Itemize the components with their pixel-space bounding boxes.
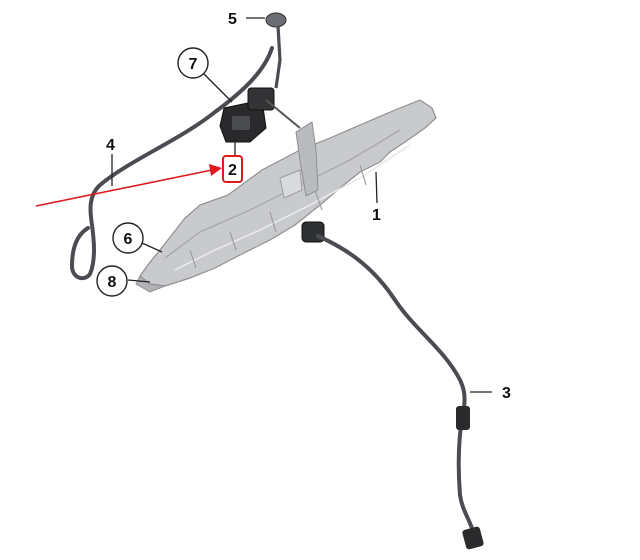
vacuum-hose-4	[69, 46, 274, 281]
callout-6-label: 6	[124, 231, 133, 248]
callout-7-label: 7	[189, 56, 198, 73]
vacuum-hose-3	[301, 221, 484, 550]
callout-2-label: 2	[228, 162, 237, 179]
callout-4: 4	[106, 137, 115, 154]
callout-6: 6	[112, 222, 144, 254]
leader-6	[141, 242, 163, 253]
valve-bracket-part	[219, 87, 301, 143]
heat-shield	[135, 99, 437, 293]
leader-1	[375, 171, 378, 204]
leader-7	[202, 72, 233, 103]
leader-8	[127, 279, 151, 283]
callout-2-highlight: 2	[222, 155, 243, 183]
callout-8-label: 8	[108, 274, 117, 291]
callout-1: 1	[372, 207, 381, 224]
red-arrow-annotation	[35, 164, 222, 207]
callout-7: 7	[177, 47, 209, 79]
callout-5: 5	[228, 11, 237, 28]
hose-connector-5	[265, 12, 287, 89]
leader-lines	[111, 17, 492, 393]
callout-1-label: 1	[372, 207, 381, 224]
callout-3-label: 3	[502, 385, 511, 402]
callout-5-label: 5	[228, 11, 237, 28]
callout-4-label: 4	[106, 137, 115, 154]
callout-8: 8	[96, 265, 128, 297]
callout-3: 3	[502, 385, 511, 402]
